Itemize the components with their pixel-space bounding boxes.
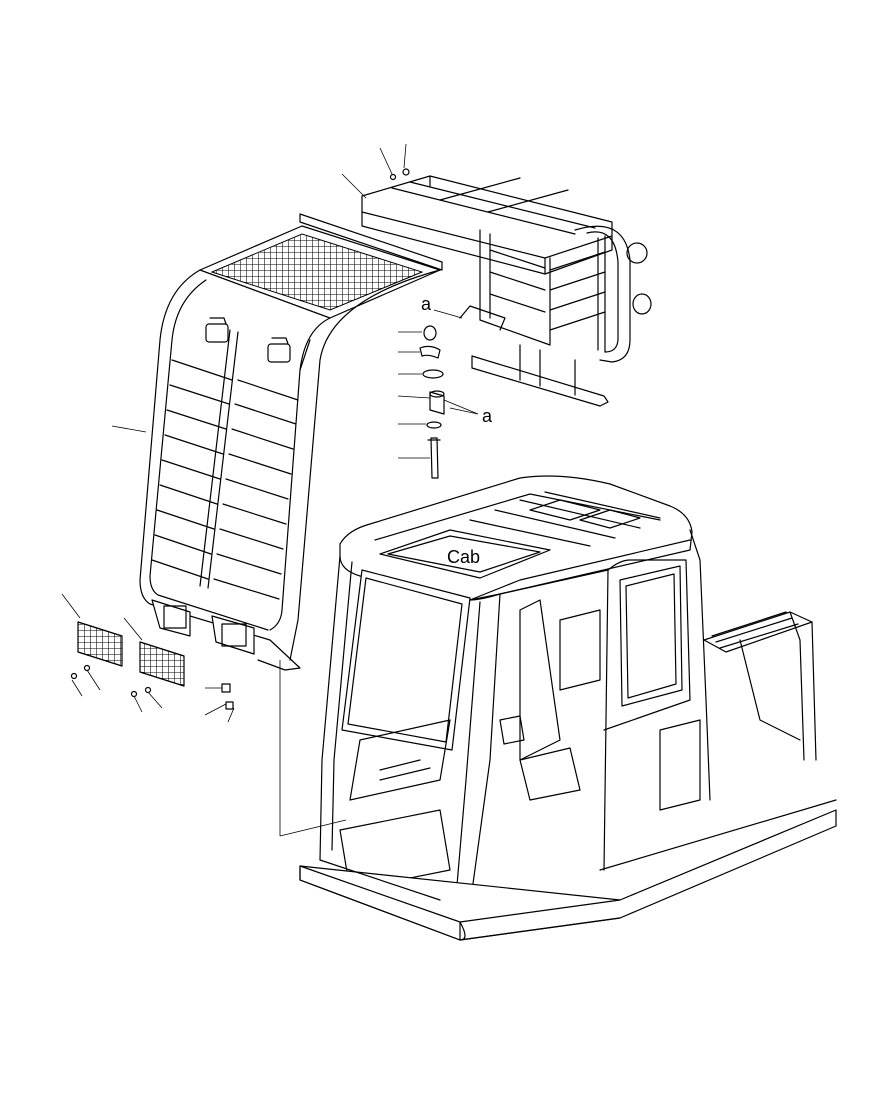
pin-hardware — [397, 309, 479, 479]
top-leaders — [111, 143, 410, 433]
ref-a-label-pin: a — [482, 406, 493, 426]
top-rear-guard — [361, 175, 652, 407]
rear-guard-frame — [139, 213, 443, 671]
cab-body — [279, 475, 837, 941]
ref-a-label-top: a — [421, 294, 432, 314]
grille-parts — [61, 593, 235, 723]
cab-label: Cab — [447, 547, 480, 567]
